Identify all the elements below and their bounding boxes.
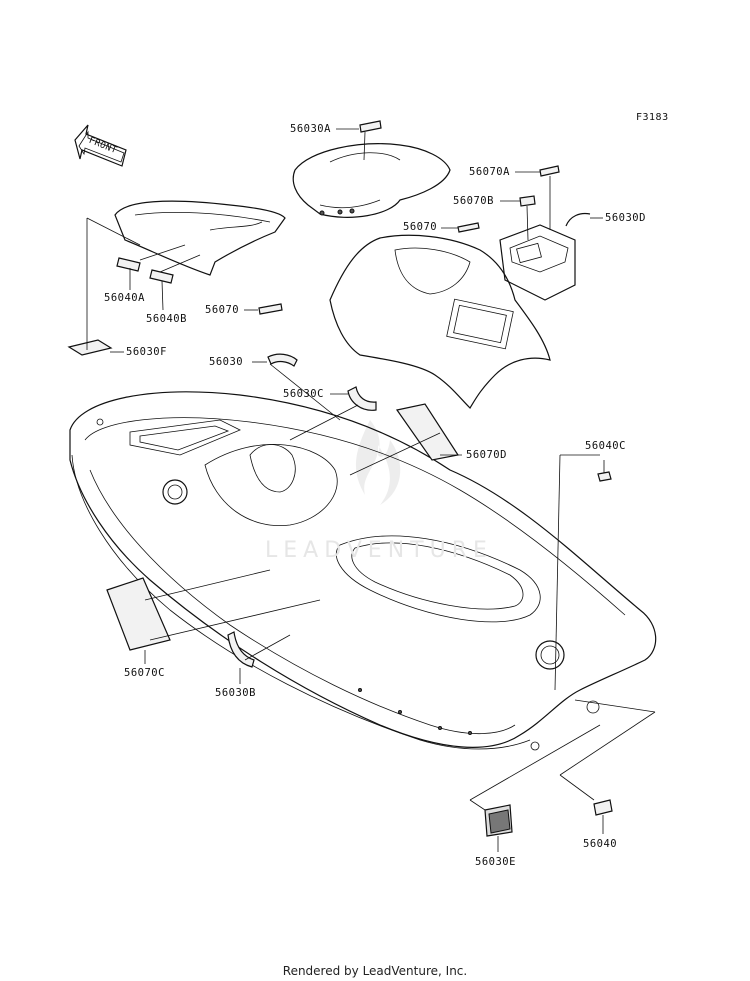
- label-56070C[interactable]: 56070C: [124, 667, 165, 679]
- storage-lid-part: [499, 224, 576, 301]
- decal-56070-top: [457, 222, 480, 233]
- label-56070-top[interactable]: 56070: [403, 221, 438, 233]
- footer-credit: Rendered by LeadVenture, Inc.: [282, 964, 468, 978]
- watermark-flame-icon: [355, 420, 401, 505]
- label-56040B[interactable]: 56040B: [146, 313, 187, 325]
- decal-56030D: [565, 212, 591, 227]
- label-56070-mid[interactable]: 56070: [205, 304, 240, 316]
- decal-56070-mid: [258, 303, 283, 315]
- hull-part: [69, 391, 657, 751]
- decal-56030A: [359, 120, 382, 133]
- decal-56030C: [347, 386, 377, 411]
- decal-56070B: [519, 195, 536, 207]
- engine-hood-part: [292, 143, 451, 218]
- label-56030F[interactable]: 56030F: [126, 346, 167, 358]
- label-56030E[interactable]: 56030E: [475, 856, 516, 868]
- decal-56040A: [116, 257, 141, 272]
- decal-56030: [267, 353, 298, 367]
- decal-56040B: [149, 269, 174, 284]
- decal-56070D: [395, 403, 459, 461]
- label-56040[interactable]: 56040: [583, 838, 618, 850]
- label-56070A[interactable]: 56070A: [469, 166, 510, 178]
- decal-56030F: [67, 339, 113, 356]
- label-56040C[interactable]: 56040C: [585, 440, 626, 452]
- label-56030[interactable]: 56030: [209, 356, 244, 368]
- label-56030C[interactable]: 56030C: [283, 388, 324, 400]
- label-56040A[interactable]: 56040A: [104, 292, 145, 304]
- deck-section-part: [329, 234, 551, 409]
- label-56030B[interactable]: 56030B: [215, 687, 256, 699]
- label-56030D[interactable]: 56030D: [605, 212, 646, 224]
- front-arrow-icon: [74, 124, 127, 167]
- label-56070D[interactable]: 56070D: [466, 449, 507, 461]
- decal-56070C: [106, 577, 171, 651]
- decal-56040: [593, 799, 613, 816]
- seat-cover-part: [114, 200, 286, 276]
- leader-lines: [86, 128, 656, 852]
- decal-56070A: [539, 165, 560, 177]
- label-56030A[interactable]: 56030A: [290, 123, 331, 135]
- figure-code: F3183: [636, 112, 669, 123]
- decal-56030E: [484, 804, 513, 837]
- label-56070B[interactable]: 56070B: [453, 195, 494, 207]
- decal-56040C: [597, 471, 612, 482]
- watermark-text: LEADVENTURE: [265, 538, 493, 563]
